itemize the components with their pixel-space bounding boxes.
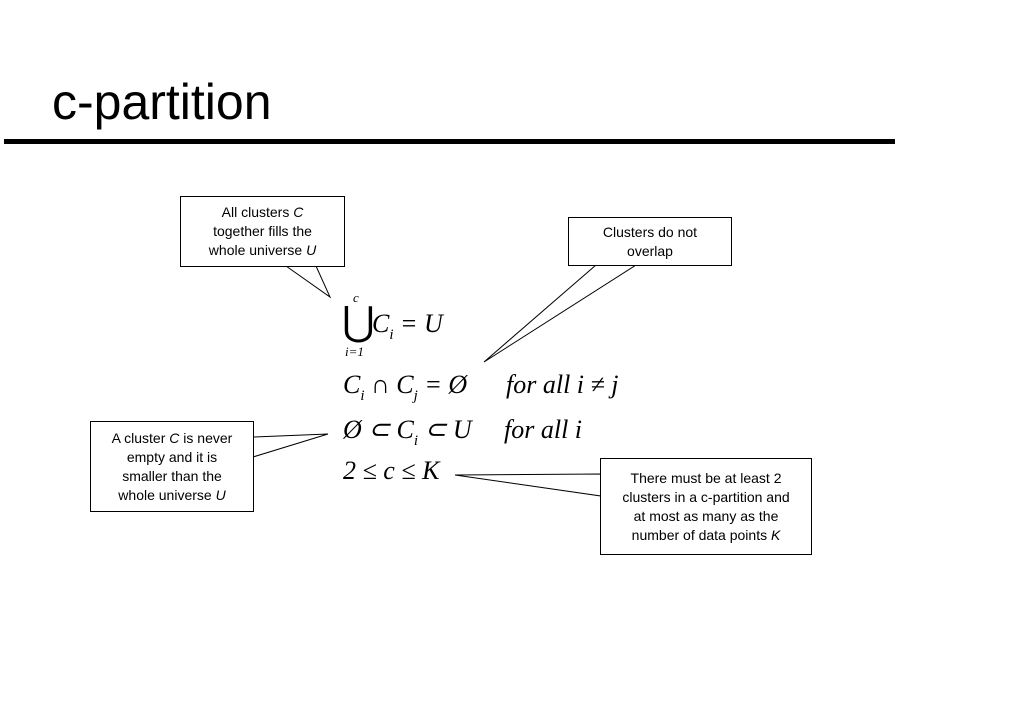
title-underline bbox=[4, 139, 895, 144]
callout-nonempty-text-1: A cluster bbox=[111, 429, 166, 446]
intersection-condition: for all i ≠ j bbox=[506, 370, 619, 399]
intersection-rhs: C bbox=[396, 370, 414, 399]
callout-count-text-1: There must be at least 2 bbox=[630, 469, 782, 486]
formula-subset: Ø ⊂ Ci ⊂ U bbox=[343, 415, 472, 449]
intersection-sub-j: j bbox=[413, 388, 418, 404]
pointer-union bbox=[284, 265, 332, 299]
callout-overlap-text-2: overlap bbox=[627, 242, 673, 259]
callout-nonempty: A cluster C is never empty and it is sma… bbox=[90, 421, 254, 512]
callout-count-text-3: at most as many as the bbox=[633, 507, 779, 524]
subset-rest: ⊂ U bbox=[418, 415, 472, 444]
union-body: C bbox=[372, 309, 390, 338]
callout-union-text-3: whole universe bbox=[208, 242, 303, 258]
callout-overlap-text-1: Clusters do not bbox=[602, 223, 698, 240]
callout-nonempty-text-4: whole universe bbox=[118, 486, 212, 503]
callout-nonempty-text-3: smaller than the bbox=[122, 467, 222, 484]
intersection-op: ∩ bbox=[364, 370, 397, 399]
callout-union-text-2: together fills the bbox=[213, 223, 312, 239]
big-union-symbol: ⋃ bbox=[342, 299, 375, 345]
union-upper-limit: c bbox=[353, 290, 359, 305]
union-lower-limit: i=1 bbox=[345, 344, 364, 359]
formula-intersection: Ci ∩ Cj = Ø bbox=[343, 370, 467, 404]
union-rest: = U bbox=[393, 309, 443, 338]
callout-count-var-k: K bbox=[770, 526, 781, 543]
slide-title: c-partition bbox=[52, 74, 272, 130]
callout-count-text-4: number of data points bbox=[631, 526, 768, 543]
callout-count: There must be at least 2 clusters in a c… bbox=[600, 458, 812, 555]
pointer-count bbox=[454, 473, 602, 497]
subset-lhs: Ø ⊂ C bbox=[343, 415, 414, 444]
union-expression: Ci = U bbox=[372, 309, 443, 343]
callout-nonempty-text-1b: is never bbox=[183, 429, 233, 446]
subset-sub-i: i bbox=[413, 433, 419, 449]
union-sub: i bbox=[389, 327, 394, 343]
callout-nonempty-text-2: empty and it is bbox=[126, 448, 218, 465]
callout-nonempty-var-c: C bbox=[169, 429, 180, 446]
formula-bounds: 2 ≤ c ≤ K bbox=[343, 456, 440, 485]
callout-union: All clusters C together fills the whole … bbox=[180, 196, 345, 267]
callout-union-var-c: C bbox=[293, 204, 304, 220]
callout-union-text-1: All clusters bbox=[221, 204, 290, 220]
callout-nonempty-var-u: U bbox=[215, 486, 226, 503]
intersection-rest: = Ø bbox=[417, 370, 468, 399]
pointer-nonempty bbox=[252, 433, 329, 458]
pointer-overlap bbox=[483, 264, 638, 363]
callout-union-var-u: U bbox=[306, 242, 317, 258]
intersection-sub-i: i bbox=[360, 388, 365, 404]
subset-condition: for all i bbox=[504, 415, 583, 444]
intersection-lhs: C bbox=[343, 370, 361, 399]
callout-count-text-2: clusters in a c-partition and bbox=[622, 488, 790, 505]
callout-overlap: Clusters do not overlap bbox=[568, 217, 732, 266]
